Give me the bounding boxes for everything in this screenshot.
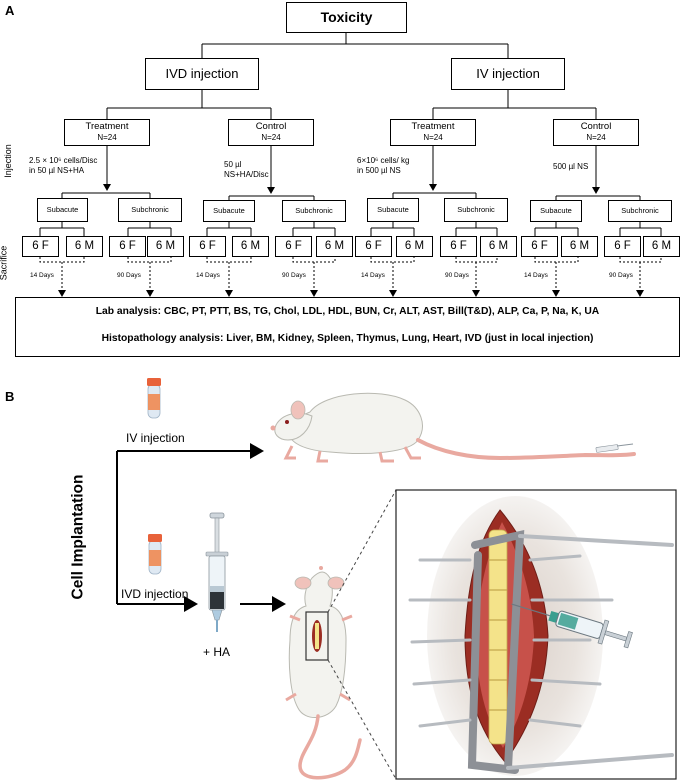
dose-text-iv-treatment: 6×10⁶ cells/ kg in 500 µl NS [357,156,409,176]
phase-to-sex-connectors [39,222,662,236]
cell-tube-icon-ivd [148,534,162,575]
group-n: N=24 [423,133,443,143]
sex-box-female: 6 F [440,236,477,257]
inset-syringe-icon [511,603,633,649]
group-n: N=24 [586,133,606,143]
zoom-guide-lines [327,489,397,780]
sex-box-male: 6 M [232,236,269,257]
phase-box-subacute: Subacute [530,200,582,222]
dose-line: 500 µl NS [553,162,589,171]
sex-box-female: 6 F [355,236,392,257]
sex-box-female: 6 F [22,236,59,257]
phase-box-subchronic: Subchronic [118,198,182,222]
implantation-flow-lines [116,443,286,612]
dose-text-ivd-control: 50 µl NS+HA/Disc [224,160,269,180]
phase-box-subchronic: Subchronic [282,200,346,222]
group-n: N=24 [261,133,281,143]
group-box-ivd-treatment: Treatment N=24 [64,119,150,146]
phase-box-subacute: Subacute [203,200,255,222]
group-name: Control [580,121,612,133]
sex-box-male: 6 M [643,236,680,257]
ha-syringe-icon [205,512,229,632]
panel-b-label: B [5,389,15,404]
phase-box-subacute: Subacute [367,198,419,222]
group-to-phase-connectors [61,146,641,200]
side-label-sacrifice: Sacrifice [0,245,9,281]
sex-box-male: 6 M [396,236,433,257]
duration-label-90-days: 90 Days [117,272,141,279]
dose-line: in 500 µl NS [357,166,401,175]
group-box-iv-control: Control N=24 [553,119,639,146]
duration-label-90-days: 90 Days [445,272,469,279]
duration-label-14-days: 14 Days [361,272,385,279]
duration-label-14-days: 14 Days [30,272,54,279]
sex-box-female: 6 F [275,236,312,257]
root-label: Toxicity [320,9,373,26]
rat-iv-illustration [270,392,636,463]
group-n: N=24 [97,133,117,143]
sex-box-male: 6 M [561,236,598,257]
cell-tube-icon-iv [147,378,161,419]
sex-box-male: 6 M [147,236,184,257]
sex-box-female: 6 F [604,236,641,257]
duration-label-14-days: 14 Days [524,272,548,279]
phase-box-subchronic: Subchronic [608,200,672,222]
dose-line: 6×10⁶ cells/ kg [357,156,410,165]
sex-box-female: 6 F [109,236,146,257]
dose-text-ivd-treatment: 2.5 × 10⁶ cells/Disc in 50 µl NS+HA [29,156,97,176]
sex-box-female: 6 F [189,236,226,257]
phase-box-subchronic: Subchronic [444,198,508,222]
group-name: Treatment [85,121,129,133]
sex-box-female: 6 F [521,236,558,257]
branch-box-ivd: IVD injection [145,58,259,90]
group-name: Control [255,121,287,133]
duration-label-14-days: 14 Days [196,272,220,279]
panel-a-label: A [5,3,15,18]
sex-box-male: 6 M [66,236,103,257]
sex-box-male: 6 M [480,236,517,257]
group-name: Treatment [411,121,455,133]
dose-line: 2.5 × 10⁶ cells/Disc [29,156,98,165]
group-box-ivd-control: Control N=24 [228,119,314,146]
branch-title: IVD injection [165,65,239,81]
lab-analysis-text: Lab analysis: CBC, PT, PTT, BS, TG, Chol… [95,306,600,317]
ivd-injection-label: IVD injection [121,587,189,601]
sacrifice-connectors [39,257,662,292]
side-label-injection: Injection [2,144,13,178]
dose-line: 50 µl [224,160,242,169]
iv-injection-label: IV injection [126,431,185,445]
branch-box-iv: IV injection [451,58,565,90]
duration-label-90-days: 90 Days [609,272,633,279]
tree-connectors [106,33,597,119]
duration-label-90-days: 90 Days [282,272,306,279]
sex-box-male: 6 M [316,236,353,257]
dose-line: in 50 µl NS+HA [29,166,85,175]
branch-title: IV injection [476,65,540,81]
dose-line: NS+HA/Disc [224,170,269,179]
analysis-box: Lab analysis: CBC, PT, PTT, BS, TG, Chol… [15,297,680,357]
dose-text-iv-control: 500 µl NS [553,162,588,171]
rat-ivd-illustration [285,566,362,780]
sacrifice-arrowheads [58,290,644,297]
iv-needle-icon [595,443,634,453]
histopathology-analysis-text: Histopathology analysis: Liver, BM, Kidn… [101,333,594,344]
root-box-toxicity: Toxicity [286,2,407,33]
cell-implantation-title: Cell Implantation [69,474,87,600]
phase-box-subacute: Subacute [37,198,88,222]
group-box-iv-treatment: Treatment N=24 [390,119,476,146]
ha-label: + HA [203,645,231,659]
surgical-zoom-inset [395,489,677,780]
